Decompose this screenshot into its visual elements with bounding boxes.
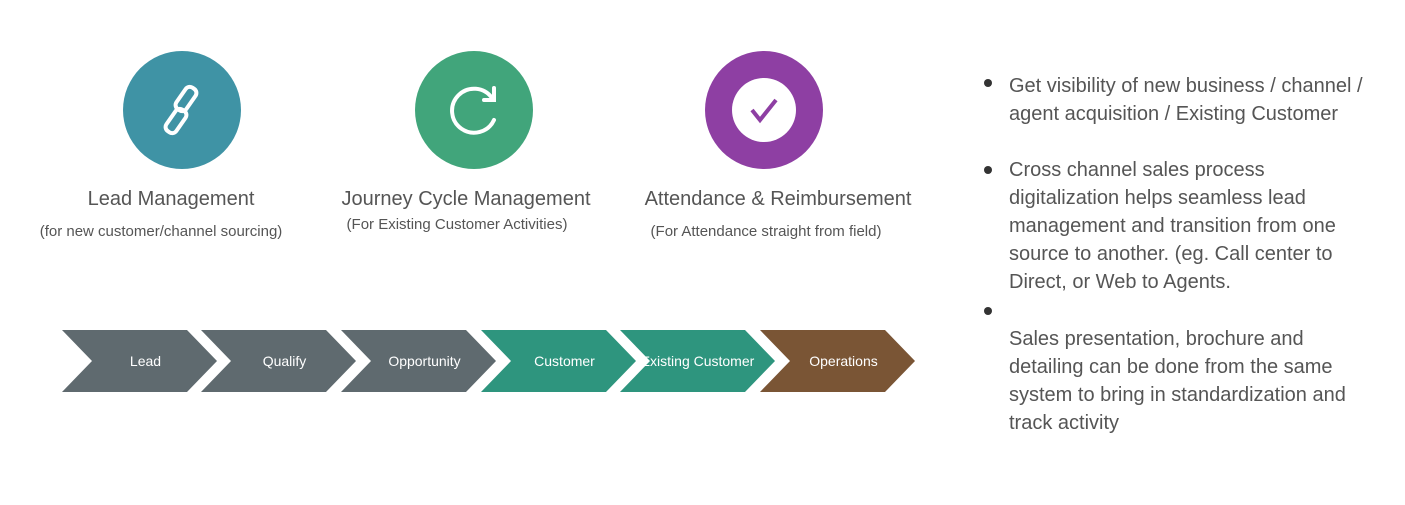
lead-management-icon-circle <box>123 51 241 169</box>
benefit-item: Get visibility of new business / channel… <box>1009 75 1363 125</box>
benefit-item: Cross channel sales process digitalizati… <box>1009 159 1336 293</box>
bullet-icon <box>984 79 992 87</box>
check-icon <box>750 98 778 124</box>
feature-subtitle: (for new customer/channel sourcing) <box>39 223 283 240</box>
benefit-item: Sales presentation, brochure and detaili… <box>1009 328 1346 434</box>
bullet-icon <box>984 166 992 174</box>
refresh-icon <box>450 86 496 135</box>
feature-title: Journey Cycle Management <box>341 188 591 210</box>
bullet-icon <box>984 307 992 315</box>
feature-subtitle: (For Attendance straight from field) <box>650 223 882 240</box>
feature-title: Lead Management <box>87 188 255 210</box>
link-icon <box>163 84 199 136</box>
process-step-operations: Operations <box>760 330 915 392</box>
process-step-customer: Customer <box>481 330 636 392</box>
process-step-lead: Lead <box>62 330 217 392</box>
journey-cycle-icon-circle <box>415 51 533 169</box>
process-step-opportunity: Opportunity <box>341 330 496 392</box>
process-step-existing-customer: Existing Customer <box>620 330 775 392</box>
feature-subtitle: (For Existing Customer Activities) <box>346 216 568 233</box>
feature-title: Attendance & Reimbursement <box>644 188 912 210</box>
attendance-icon-circle <box>705 51 823 169</box>
process-step-qualify: Qualify <box>201 330 356 392</box>
